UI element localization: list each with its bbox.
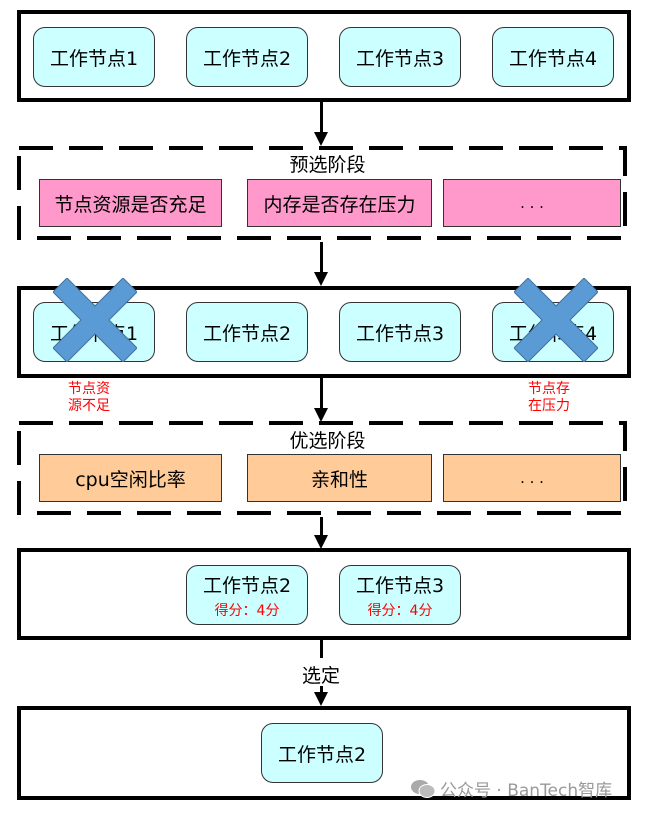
candidate-node-1: 工作节点1 [33,27,155,87]
connector-line [320,378,323,408]
scored-node-3: 工作节点3 得分：4分 [339,565,461,625]
connector-line [320,242,323,272]
score-rule-affinity: 亲和性 [247,454,432,502]
candidate-node-4: 工作节点4 [492,27,614,87]
connector-line [320,517,323,537]
arrow-down-icon [314,692,328,706]
filtered-node-3: 工作节点3 [339,302,461,362]
filtered-nodes-frame [17,286,631,378]
score-stage-title: 优选阶段 [289,430,366,452]
connector-line [320,686,323,694]
arrow-down-icon [314,132,328,146]
score-stage-frame [17,421,627,515]
filter-rule-more: . . . [443,179,621,227]
arrow-down-icon [314,535,328,549]
filter-rule-resources: 节点资源是否充足 [39,179,222,227]
filter-rule-memory: 内存是否存在压力 [247,179,432,227]
watermark: 公众号 · BanTech智库 [410,776,612,801]
reason-line: 源不足 [68,398,110,414]
filtered-node-2: 工作节点2 [186,302,308,362]
arrow-down-icon [314,272,328,286]
rejection-reason-node-4: 节点存 在压力 [528,381,570,415]
candidate-nodes-frame [17,10,631,102]
connector-line [320,102,323,132]
scored-node-2: 工作节点2 得分：4分 [186,565,308,625]
reason-line: 节点存 [528,381,570,397]
scored-nodes-frame [17,548,631,640]
selected-node: 工作节点2 [261,723,383,783]
node-score: 得分：4分 [214,602,280,619]
filter-stage-title: 预选阶段 [289,154,366,176]
score-rule-more: . . . [443,454,621,502]
node-name: 工作节点2 [202,574,292,597]
reject-x-icon [514,278,598,362]
filter-stage-frame [17,146,627,240]
candidate-node-3: 工作节点3 [339,27,461,87]
select-label: 选定 [302,665,341,687]
rejection-reason-node-1: 节点资 源不足 [68,381,110,415]
node-name: 工作节点3 [355,574,445,597]
connector-line [320,640,323,658]
watermark-text: 公众号 · BanTech智库 [440,781,613,801]
reason-line: 节点资 [68,381,110,397]
reason-line: 在压力 [528,398,570,414]
candidate-node-2: 工作节点2 [186,27,308,87]
selected-node-frame [17,706,631,800]
arrow-down-icon [314,408,328,422]
score-rule-cpu-idle: cpu空闲比率 [39,454,222,502]
reject-x-icon [53,278,137,362]
node-score: 得分：4分 [367,602,433,619]
wechat-icon [411,779,436,798]
